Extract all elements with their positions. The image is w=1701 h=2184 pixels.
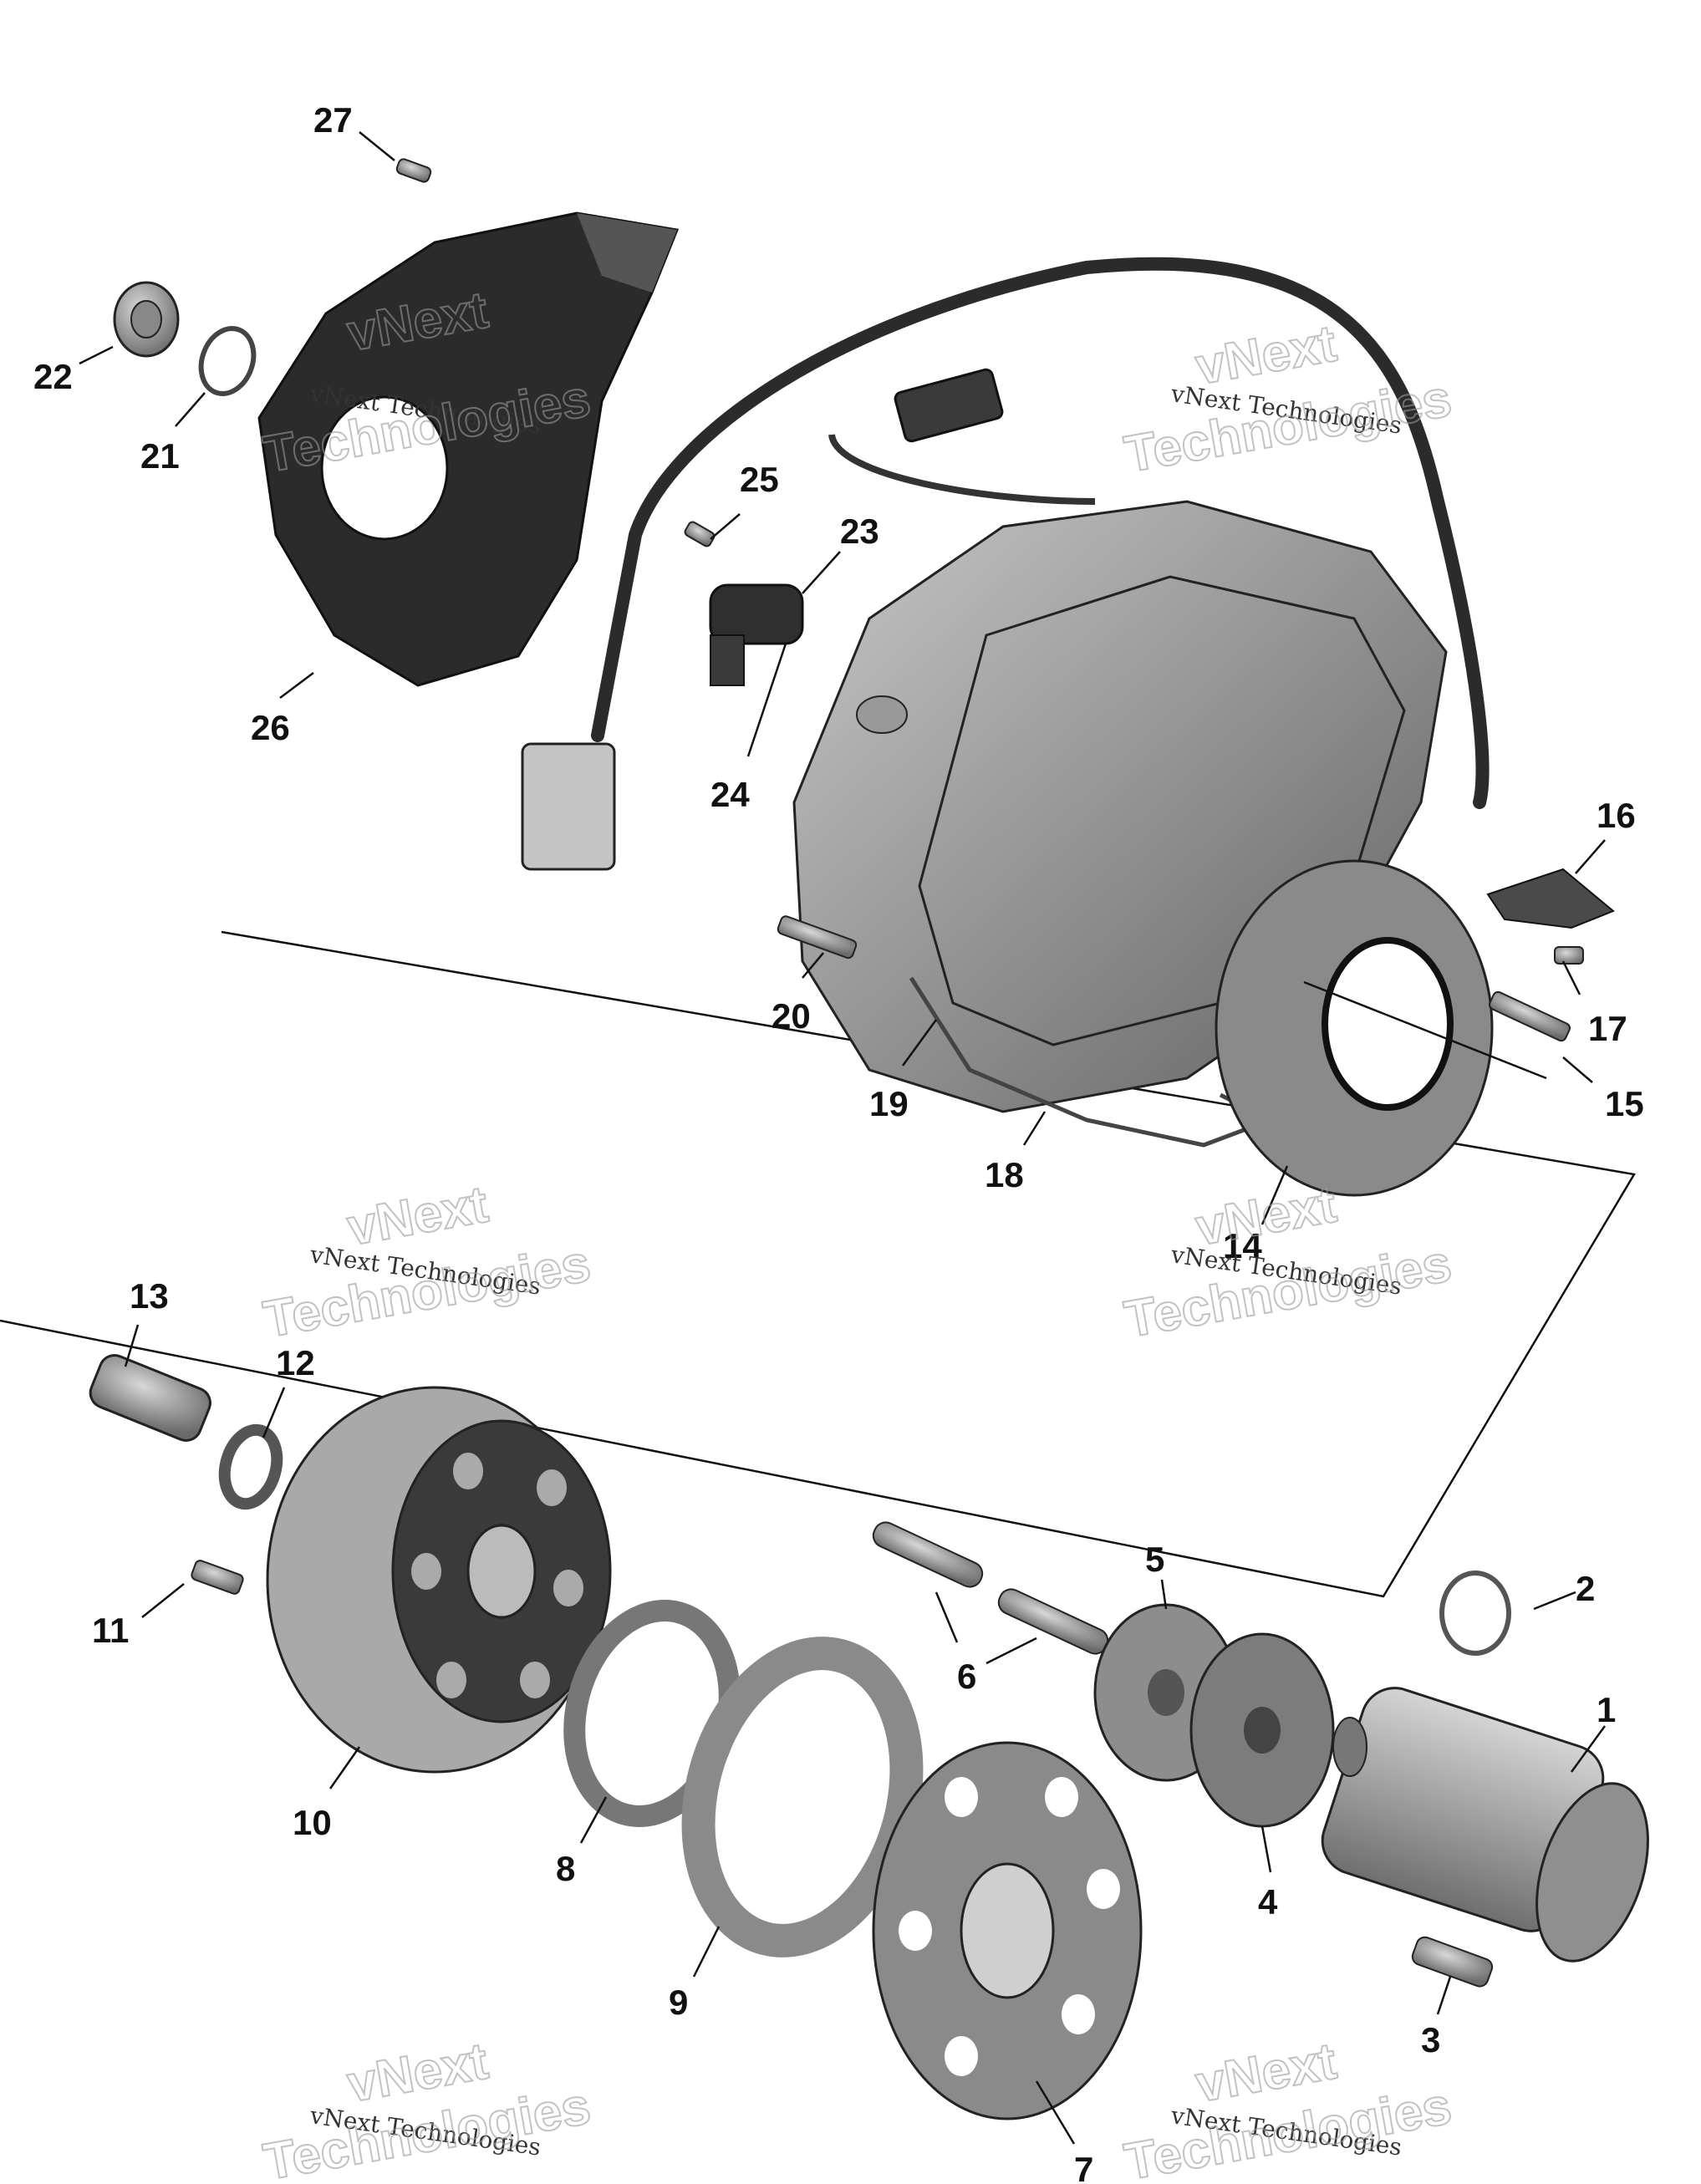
sensor-bolt: [684, 521, 716, 547]
small-screw: [191, 1560, 244, 1595]
callout-10: 10: [293, 1803, 332, 1842]
clamp-screw: [1554, 946, 1584, 965]
svg-text:vNext: vNext: [1191, 1176, 1340, 1257]
callout-24: 24: [710, 775, 750, 814]
svg-text:vNext: vNext: [343, 1176, 491, 1257]
cover-bolt: [395, 158, 432, 183]
o-ring-21: [198, 326, 257, 396]
callout-2: 2: [1576, 1569, 1595, 1608]
callout-23: 23: [840, 512, 879, 551]
callout-5: 5: [1145, 1540, 1164, 1579]
callout-25: 25: [740, 460, 779, 499]
callout-7: 7: [1074, 2150, 1093, 2184]
callout-17: 17: [1588, 1009, 1627, 1048]
svg-text:Technologies: Technologies: [1120, 369, 1455, 484]
callout-26: 26: [251, 708, 290, 747]
callout-1: 1: [1597, 1690, 1616, 1729]
callout-9: 9: [669, 1983, 688, 2022]
callout-15: 15: [1605, 1084, 1644, 1123]
idler-shaft-b: [997, 1588, 1109, 1655]
o-ring-2: [1439, 1571, 1511, 1656]
watermark-bottom-right: vNext vNext Technologies Technologies: [1119, 2032, 1456, 2184]
callout-3: 3: [1421, 2020, 1440, 2059]
callout-22: 22: [33, 357, 73, 396]
flywheel-cover: [257, 211, 680, 687]
idler-shaft-a: [872, 1521, 984, 1588]
callout-19: 19: [869, 1084, 909, 1123]
callout-27: 27: [313, 100, 353, 140]
callout-8: 8: [556, 1849, 575, 1888]
wire-clamp: [1486, 868, 1615, 929]
watermark-bottom-left: vNext vNext Technologies Technologies: [258, 2032, 595, 2184]
callout-21: 21: [140, 436, 180, 476]
ring-gear: [872, 1741, 1143, 2120]
leader-lines: [79, 131, 1607, 2145]
callout-13: 13: [130, 1276, 169, 1316]
stator-bolt: [1489, 990, 1571, 1042]
callout-12: 12: [276, 1343, 315, 1382]
svg-text:Technologies: Technologies: [259, 1235, 594, 1349]
housing-bolt: [777, 915, 858, 960]
callout-16: 16: [1597, 796, 1636, 835]
callout-18: 18: [985, 1155, 1024, 1194]
svg-text:vNext: vNext: [1191, 315, 1340, 396]
watermark-top-right: vNext vNext Technologies Technologies: [1119, 314, 1456, 485]
harness-connector: [521, 742, 616, 871]
watermark-mid-left: vNext vNext Technologies Technologies: [258, 1175, 595, 1350]
crankshaft-sensor: [709, 583, 804, 686]
wiring-harness: [591, 257, 1490, 809]
watermark-mid-right: vNext vNext Technologies Technologies: [1119, 1175, 1456, 1350]
callout-11: 11: [92, 1611, 129, 1650]
flywheel: [266, 1386, 612, 1774]
stator: [1215, 859, 1494, 1197]
callout-4: 4: [1258, 1882, 1278, 1922]
starter-motor: [1321, 1687, 1649, 1963]
washer: [218, 1423, 283, 1510]
callout-14: 14: [1223, 1226, 1262, 1265]
callout-labels: 27 22 21 26 25 23 24 20 19 18 14 16 17 1…: [33, 100, 1644, 2184]
flywheel-bolt: [89, 1354, 211, 1442]
svg-text:Technologies: Technologies: [1120, 1235, 1455, 1349]
starter-bolt: [1411, 1936, 1494, 1988]
callout-20: 20: [772, 996, 811, 1036]
callout-6: 6: [957, 1657, 976, 1696]
